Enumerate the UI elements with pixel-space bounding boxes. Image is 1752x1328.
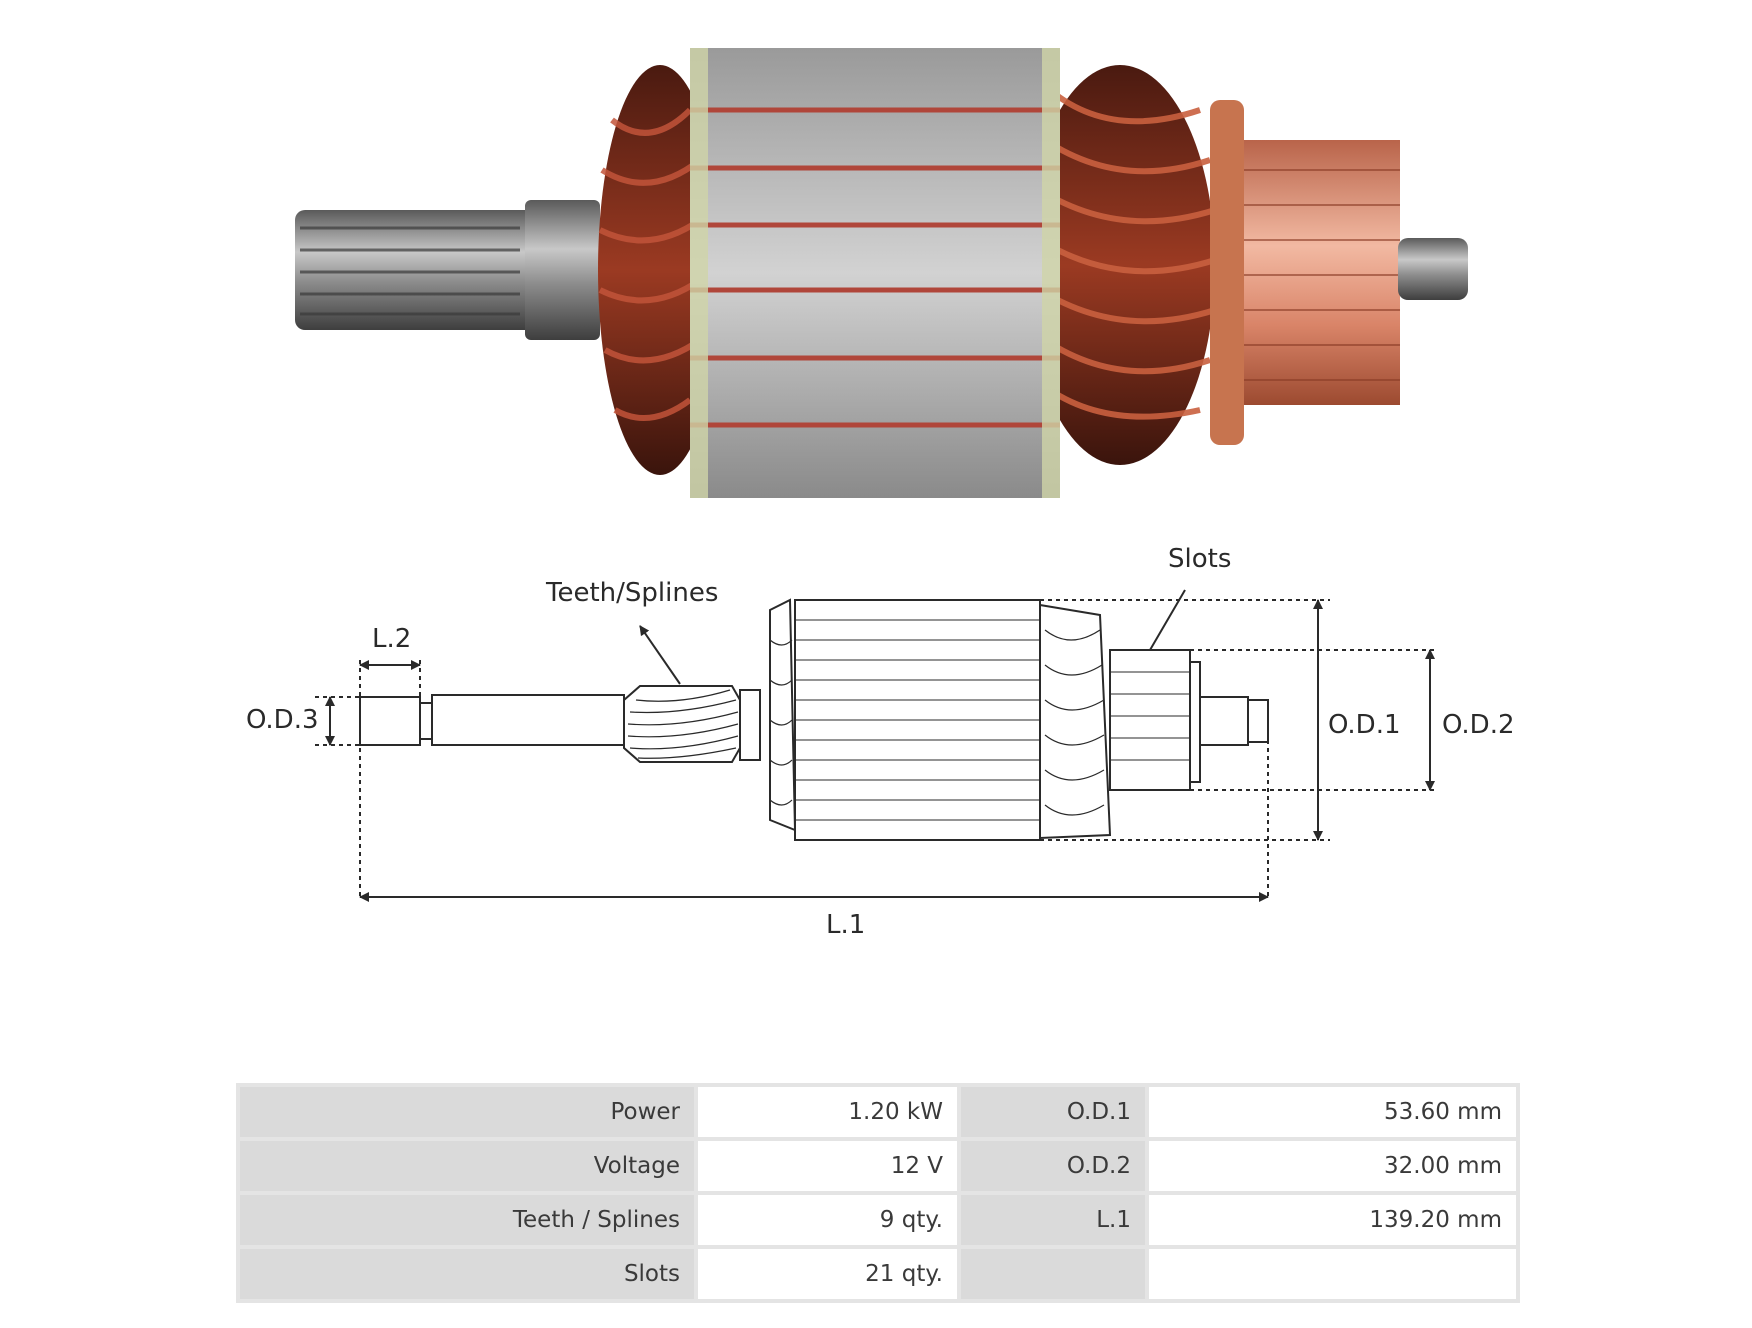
spec-key: Slots <box>240 1249 694 1299</box>
spec-value: 21 qty. <box>698 1249 957 1299</box>
spec-value: 9 qty. <box>698 1195 957 1245</box>
spec-key: Power <box>240 1087 694 1137</box>
spec-key: L.1 <box>961 1195 1145 1245</box>
table-row: Voltage 12 V O.D.2 32.00 mm <box>240 1141 1516 1191</box>
label-slots: Slots <box>1168 544 1232 574</box>
spec-key: O.D.1 <box>961 1087 1145 1137</box>
spec-key: Teeth / Splines <box>240 1195 694 1245</box>
spec-value: 53.60 mm <box>1149 1087 1516 1137</box>
winding-head <box>1039 603 1112 840</box>
label-l2: L.2 <box>372 624 412 654</box>
slots-leader-line <box>1149 589 1186 651</box>
armature-photo <box>295 48 1468 498</box>
spec-value: 32.00 mm <box>1149 1141 1516 1191</box>
label-l1: L.1 <box>826 910 866 940</box>
label-od1: O.D.1 <box>1328 710 1401 740</box>
table-row: Power 1.20 kW O.D.1 53.60 mm <box>240 1087 1516 1137</box>
spec-key: Voltage <box>240 1141 694 1191</box>
spec-value: 12 V <box>698 1141 957 1191</box>
spec-table: Power 1.20 kW O.D.1 53.60 mm Voltage 12 … <box>236 1083 1520 1303</box>
shaft-end <box>359 696 421 746</box>
spec-key: O.D.2 <box>961 1141 1145 1191</box>
table-row: Slots 21 qty. <box>240 1249 1516 1299</box>
armature-dimension-drawing <box>315 589 1435 902</box>
spec-key <box>961 1249 1145 1299</box>
label-teeth-splines: Teeth/Splines <box>546 578 719 608</box>
spec-value <box>1149 1249 1516 1299</box>
spec-value: 139.20 mm <box>1149 1195 1516 1245</box>
label-od3: O.D.3 <box>246 705 319 735</box>
teeth-leader-line <box>639 625 681 685</box>
label-od2: O.D.2 <box>1442 710 1515 740</box>
commutator <box>1109 649 1191 791</box>
shaft <box>431 694 625 746</box>
table-row: Teeth / Splines 9 qty. L.1 139.20 mm <box>240 1195 1516 1245</box>
spec-value: 1.20 kW <box>698 1087 957 1137</box>
